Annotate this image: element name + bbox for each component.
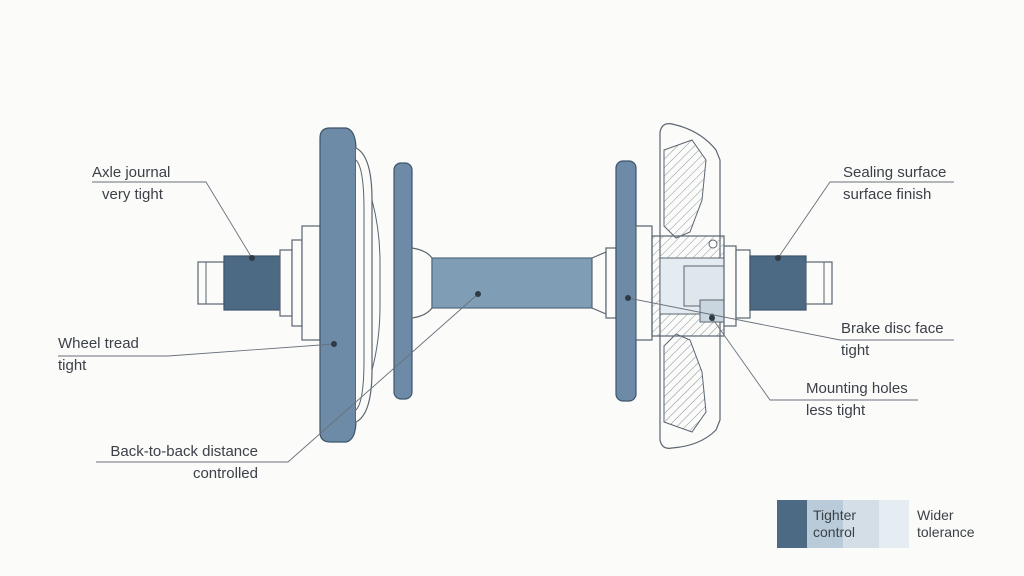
legend-swatch-lightest <box>879 500 909 548</box>
left-axle-end <box>197 261 225 305</box>
label-back-to-back-title: Back-to-back distance <box>110 443 258 460</box>
left-collar <box>279 225 321 341</box>
label-brake-disc-face-note: tight <box>841 342 870 359</box>
left-wheel <box>319 127 381 443</box>
label-mounting-holes-title: Mounting holes <box>806 380 908 397</box>
label-axle-journal-note: very tight <box>102 186 163 203</box>
legend-wider-label: Wider tolerance <box>917 507 975 540</box>
legend-swatch-light <box>843 500 879 548</box>
legend-tighter-label: Tighter control <box>813 507 857 540</box>
label-axle-journal: Axle journal very tight <box>92 162 170 206</box>
label-wheel-tread: Wheel tread tight <box>58 333 139 377</box>
right-brake-disc <box>615 160 637 402</box>
left-axle-journal <box>223 255 281 311</box>
label-mounting-holes: Mounting holes less tight <box>806 378 908 422</box>
right-axle-journal <box>749 255 807 311</box>
leader-lines <box>58 181 954 463</box>
label-wheel-tread-note: tight <box>58 357 87 374</box>
tolerance-legend: Tighter control Wider tolerance <box>777 500 987 548</box>
label-back-to-back-note: controlled <box>192 465 258 482</box>
legend-swatch-dark <box>777 500 807 548</box>
leader-dots <box>249 255 781 347</box>
label-axle-journal-title: Axle journal <box>92 164 171 181</box>
label-sealing-surface: Sealing surface surface finish <box>843 162 946 206</box>
legend-swatch-mid <box>807 500 843 548</box>
right-wheel-section <box>635 123 751 449</box>
label-brake-disc-face: Brake disc face tight <box>841 318 944 362</box>
right-axle-end <box>805 261 833 305</box>
label-mounting-holes-note: less tight <box>806 402 866 419</box>
left-brake-disc <box>393 162 413 400</box>
label-sealing-surface-note: surface finish <box>843 186 932 203</box>
label-brake-disc-face-title: Brake disc face <box>841 320 944 337</box>
axle-body <box>411 247 617 319</box>
label-back-to-back: Back-to-back distance controlled <box>96 441 258 485</box>
label-sealing-surface-title: Sealing surface <box>843 164 947 181</box>
label-wheel-tread-title: Wheel tread <box>58 335 139 352</box>
